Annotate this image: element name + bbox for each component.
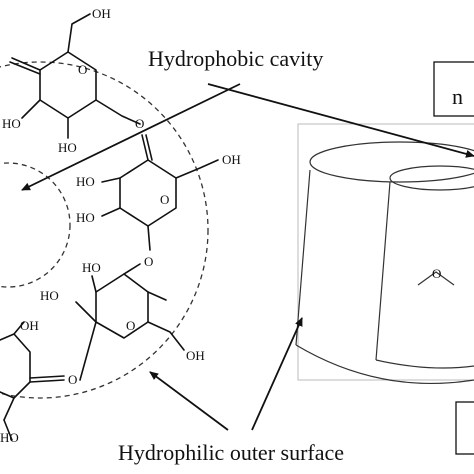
- bridge-oxygen-4: O: [68, 372, 77, 387]
- ho-label-ring1: HO: [2, 116, 21, 131]
- cavity-arrow-to-cone: [207, 83, 474, 158]
- ring-oxygen-2: O: [160, 192, 169, 207]
- glucose-ring-4: [0, 321, 65, 441]
- ho-label-ring4: HO: [0, 430, 19, 445]
- outer-arrow-to-cone: [251, 317, 303, 431]
- box-top-fragment: n: [452, 84, 463, 109]
- ho-label-ring3-b: HO: [40, 288, 59, 303]
- glucose-ring-3: [75, 263, 185, 381]
- bridge-oxygen-2: O: [144, 254, 153, 269]
- cavity-arrow-to-structure: [21, 83, 241, 191]
- glucose-ring-1: [9, 13, 141, 139]
- oh-label-ring1: OH: [92, 6, 111, 21]
- hydrophilic-outer-surface-label: Hydrophilic outer surface: [118, 440, 344, 465]
- outer-dashed-circle: [0, 61, 209, 399]
- outer-arrow-to-structure: [149, 371, 229, 431]
- ho-label-ring2-b: HO: [76, 210, 95, 225]
- oh-label-ring2: OH: [222, 152, 241, 167]
- inner-dashed-circle: [0, 162, 71, 288]
- ring-oxygen-3: O: [126, 318, 135, 333]
- hydrophobic-cavity-label: Hydrophobic cavity: [148, 46, 323, 71]
- ho-label-ring2: HO: [76, 174, 95, 189]
- bottom-right-box: [455, 401, 474, 455]
- oh-label-ring4: OH: [20, 318, 39, 333]
- ho-label-ring3: HO: [82, 260, 101, 275]
- cone-oxygen: O: [432, 266, 441, 281]
- oh-label-ring3: OH: [186, 348, 205, 363]
- ho-label-ring1-b: HO: [58, 140, 77, 155]
- bridge-oxygen-1: O: [135, 116, 144, 131]
- truncated-cone: [295, 123, 474, 385]
- glucose-ring-2: [101, 134, 219, 251]
- top-right-box: [433, 61, 474, 117]
- ring-oxygen-1: O: [78, 62, 87, 77]
